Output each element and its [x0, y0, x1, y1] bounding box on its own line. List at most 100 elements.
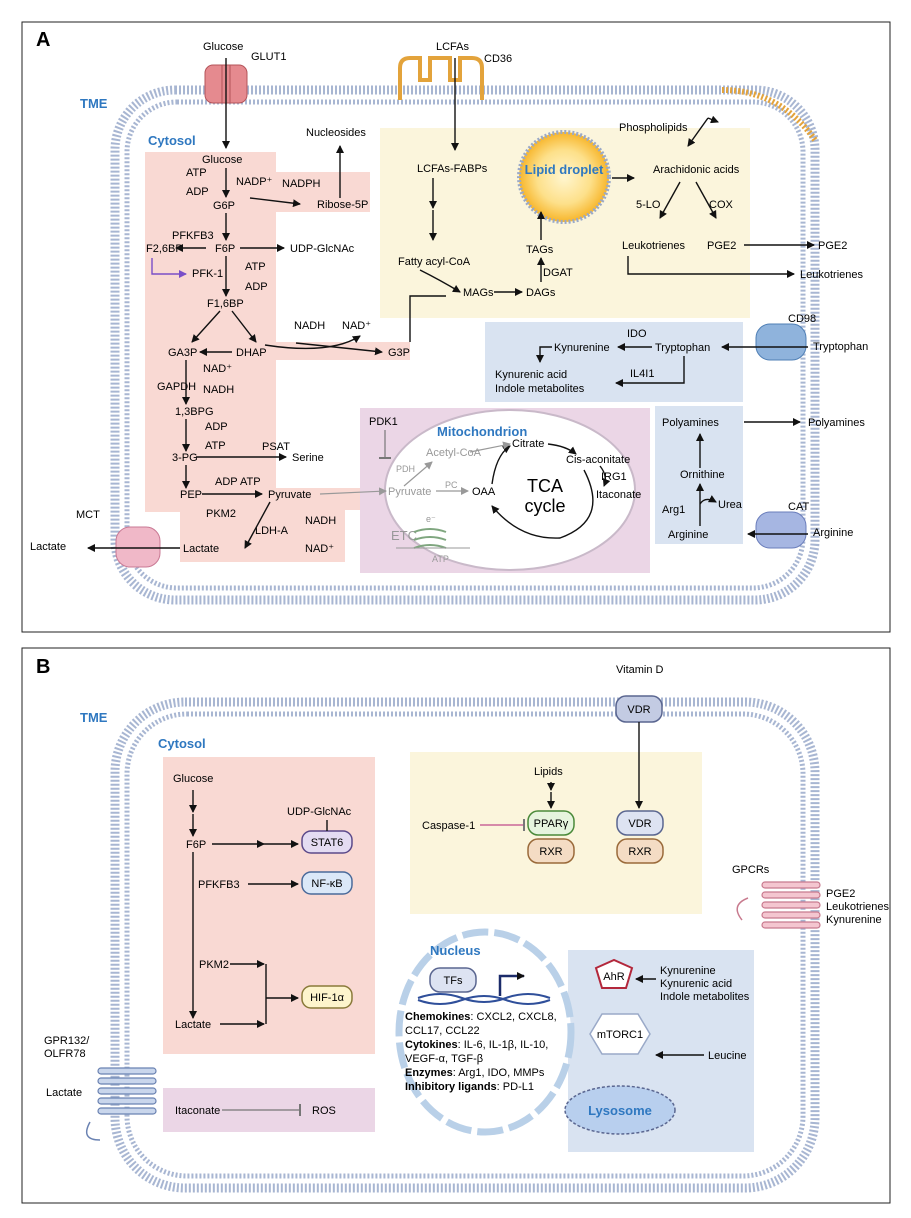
psat-label: PSAT: [262, 441, 290, 453]
pdk1-label: PDK1: [369, 416, 398, 428]
ido-label: IDO: [627, 328, 647, 340]
nucleus-text: Chemokines: CXCL2, CXCL8, CCL17, CCL22 C…: [405, 1011, 557, 1093]
panel-b-border: [21, 647, 891, 1204]
glut1-label: GLUT1: [251, 51, 286, 63]
mito-labels: PDK1 Acetyl-CoA PDH Pyruvate PC OAA Citr…: [369, 416, 641, 564]
pc-label: PC: [445, 480, 458, 490]
lactate-in: Lactate: [183, 543, 219, 555]
polyamines-in: Polyamines: [662, 417, 719, 429]
membrane-lipid-patch: [721, 87, 818, 142]
lcfas-outside: LCFAs: [436, 41, 470, 53]
f6p-label: F6P: [215, 243, 235, 255]
gpcr-tail: [736, 897, 749, 921]
signaling-labels: Glucose F6P UDP-GlcNAc PFKFB3 PKM2 Lacta…: [173, 773, 352, 1117]
arginine-in: Arginine: [668, 529, 708, 541]
ppar-label: PPARγ: [534, 818, 569, 830]
pfk1-label: PFK-1: [192, 268, 223, 280]
ahr-node: [594, 958, 634, 989]
vdr-membrane-label: VDR: [627, 704, 650, 716]
gpr132-label-1: GPR132/: [44, 1035, 90, 1047]
g3p-label: G3P: [388, 347, 410, 359]
atp-mito: ATP: [432, 554, 449, 564]
gpcr-receptor: [761, 881, 821, 929]
tfs-node: [429, 967, 477, 993]
dna-strand-2: [417, 995, 551, 1005]
arginine-region: [655, 406, 743, 544]
etc-complex-icon: [413, 528, 447, 549]
panel-a-letter: A: [36, 29, 50, 51]
tags-label: TAGs: [526, 244, 554, 256]
glucose-in: Glucose: [202, 154, 242, 166]
f26bp-activation-arrow: [151, 258, 187, 278]
nucleus-line-6: Inhibitory ligands: PD-L1: [405, 1081, 534, 1093]
tfs-label: TFs: [444, 975, 463, 987]
urea-label: Urea: [718, 499, 743, 511]
lysosome-label: Lysosome: [588, 1103, 652, 1118]
tca-label: TCA: [527, 476, 563, 496]
mtorc1-label: mTORC1: [597, 1029, 643, 1041]
f6p-b: F6P: [186, 839, 206, 851]
citrate-label: Citrate: [512, 438, 544, 450]
fatty-acyl-coa-label: Fatty acyl-CoA: [398, 256, 471, 268]
gpcr-ligand-2: Leukotrienes: [826, 901, 889, 913]
lactate-out-b: Lactate: [46, 1087, 82, 1099]
nucleus-line-2: CCL17, CCL22: [405, 1025, 480, 1037]
electron-label: e⁻: [426, 514, 436, 524]
hif1a-label: HIF-1α: [310, 992, 345, 1004]
udpglcnac-label: UDP-GlcNAc: [290, 243, 355, 255]
ahr-ligand-3: Indole metabolites: [660, 991, 750, 1003]
lipid-labels: LCFAs-FABPs Fatty acyl-CoA MAGs DAGs DGA…: [398, 122, 740, 299]
arachidonic-label: Arachidonic acids: [653, 164, 740, 176]
rxr-node-2: [616, 838, 664, 864]
pyruvate-label: Pyruvate: [268, 489, 311, 501]
pfkfb3-b: PFKFB3: [198, 879, 240, 891]
lipid-arrows: [419, 58, 815, 296]
vdr-label: VDR: [628, 818, 651, 830]
dgat-label: DGAT: [543, 267, 573, 279]
cis-aconitate-label: Cis-aconitate: [566, 454, 630, 466]
itaconate-a: Itaconate: [596, 489, 641, 501]
leukotrienes-in: Leukotrienes: [622, 240, 685, 252]
pg3-label: 3-PG: [172, 452, 198, 464]
lactate-b: Lactate: [175, 1019, 211, 1031]
atp-3: ATP: [205, 440, 226, 452]
nadp-label: NADP⁺: [236, 176, 273, 188]
dags-label: DAGs: [526, 287, 556, 299]
adp-3: ADP: [205, 421, 228, 433]
nucleosides-label: Nucleosides: [306, 127, 366, 139]
cd36-transporter: [398, 56, 484, 100]
gapdh-label: GAPDH: [157, 381, 196, 393]
cd98-transporter: [755, 323, 807, 361]
tme-label-b: TME: [80, 710, 108, 725]
rxr-node-1: [527, 838, 575, 864]
gpr132-label-2: OLFR78: [44, 1048, 86, 1060]
kynurenine-a: Kynurenine: [554, 342, 610, 354]
gpcr-ligand-1: PGE2: [826, 888, 855, 900]
ppar-node: [527, 810, 575, 836]
mitochondrion-title: Mitochondrion: [437, 424, 527, 439]
tryptophan-in: Tryptophan: [655, 342, 710, 354]
mct-label: MCT: [76, 509, 100, 521]
nucleus-line-3: Cytokines: IL-6, IL-1β, IL-10,: [405, 1039, 548, 1051]
gpcrs-label: GPCRs: [732, 864, 770, 876]
ahr-label: AhR: [603, 971, 624, 983]
adp-2: ADP: [245, 281, 268, 293]
ga3p-label: GA3P: [168, 347, 197, 359]
nucleus-label: Nucleus: [430, 943, 481, 958]
lipid-droplet-label: Lipid droplet: [525, 162, 604, 177]
nucleus-line-4: VEGF-α, TGF-β: [405, 1053, 483, 1065]
mags-label: MAGs: [463, 287, 494, 299]
pep-label: PEP: [180, 489, 202, 501]
gpr132-tail: [85, 1121, 101, 1141]
udpglcnac-b: UDP-GlcNAc: [287, 806, 352, 818]
nad-2: NAD⁺: [203, 363, 232, 375]
cox-label: COX: [709, 199, 734, 211]
mct-transporter: [115, 526, 161, 568]
leukotrienes-outside: Leukotrienes: [800, 269, 863, 281]
arginine-labels: Polyamines Ornithine Arg1 Urea Arginine: [662, 417, 743, 541]
phospholipids-label: Phospholipids: [619, 122, 688, 134]
panel-b-letter: B: [36, 656, 50, 678]
cat-label: CAT: [788, 501, 809, 513]
nfkb-node: [301, 871, 353, 895]
